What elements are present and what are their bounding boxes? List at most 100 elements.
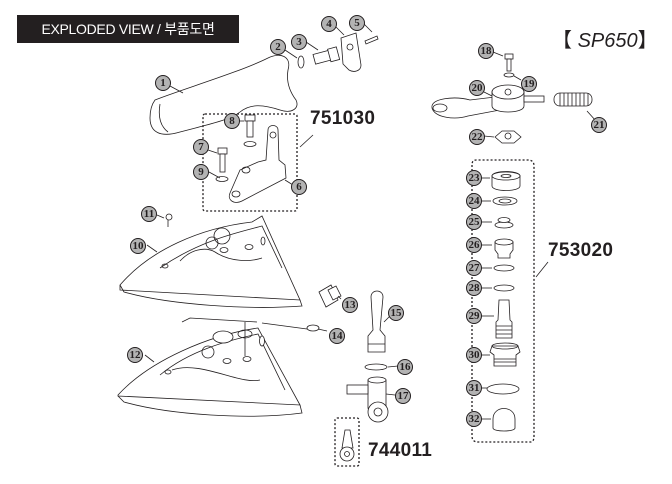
svg-text:28: 28 [469,282,481,294]
svg-text:8: 8 [229,115,235,127]
svg-text:26: 26 [469,239,481,251]
callout-18: 18 [478,43,494,59]
part-nut-22 [494,130,522,144]
callout-3: 3 [291,34,307,50]
callout-13: 13 [342,297,358,313]
callout-17: 17 [395,388,411,404]
part-nipple-13 [318,284,342,308]
svg-text:10: 10 [133,240,145,252]
svg-text:17: 17 [398,390,410,402]
svg-text:23: 23 [469,172,481,184]
part-ring-23 [491,171,521,191]
callout-16: 16 [397,359,413,375]
callout-21: 21 [591,117,607,133]
svg-text:30: 30 [469,349,481,361]
svg-text:5: 5 [354,17,360,29]
part-bolt-3 [312,46,341,65]
exploded-view-title: EXPLODED VIEW / 부품도면 [17,15,239,43]
callout-27: 27 [466,260,482,276]
part-stem-29 [495,299,513,339]
svg-text:24: 24 [469,195,481,207]
part-valve-15 [367,290,386,353]
leader-751030 [299,134,314,148]
svg-text:16: 16 [400,361,412,373]
callout-4: 4 [321,16,337,32]
svg-text:7: 7 [198,141,204,153]
callout-32: 32 [466,411,482,427]
assembly-number-744011: 744011 [368,440,433,461]
svg-text:13: 13 [345,299,357,311]
callout-2: 2 [270,39,286,55]
callout-28: 28 [466,280,482,296]
callout-29: 29 [466,308,482,324]
callout-5: 5 [349,15,365,31]
svg-text:6: 6 [296,181,302,193]
svg-text:15: 15 [391,307,403,319]
callout-10: 10 [130,238,146,254]
part-washer-2 [297,55,305,69]
assembly-box-744011 [334,417,360,467]
svg-text:32: 32 [469,413,481,425]
bracket-close: 】 [637,30,658,52]
svg-text:27: 27 [469,262,481,274]
callout-26: 26 [466,237,482,253]
bracket-open: 【 [552,30,578,52]
part-washer-14 [261,322,320,332]
svg-text:21: 21 [594,119,605,131]
part-washer-19 [503,72,515,78]
part-cap-32 [492,408,516,432]
callout-22: 22 [469,129,485,145]
svg-text:9: 9 [198,166,204,178]
callout-24: 24 [466,193,482,209]
part-nut-30 [489,342,521,367]
part-iron-base-12 [117,317,303,417]
callout-25: 25 [466,214,482,230]
part-oring-31 [486,383,520,395]
part-arm-6 [228,125,287,203]
leader-753020 [535,261,549,278]
svg-text:11: 11 [144,208,154,220]
part-iron-cover-10 [119,215,303,308]
callout-20: 20 [469,80,485,96]
callout-19: 19 [521,76,537,92]
part-seal-25 [494,217,514,229]
assembly-box-753020 [471,159,535,443]
callout-7: 7 [193,139,209,155]
part-spring-21 [553,92,593,107]
svg-text:1: 1 [160,77,166,89]
svg-text:19: 19 [524,78,536,90]
model-label: 【 SP650】 [552,24,658,53]
svg-text:12: 12 [130,349,142,361]
assembly-number-751030: 751030 [310,108,376,129]
part-bolt-7 [217,147,228,173]
callout-30: 30 [466,347,482,363]
part-cartridge-744011 [339,429,355,462]
callout-6: 6 [291,179,307,195]
svg-text:20: 20 [472,82,484,94]
part-bracket-4 [340,32,362,72]
svg-text:2: 2 [275,41,281,53]
svg-text:29: 29 [469,310,481,322]
svg-text:22: 22 [472,131,484,143]
svg-text:18: 18 [481,45,493,57]
assembly-number-753020: 753020 [548,240,614,261]
svg-text:3: 3 [296,36,302,48]
part-screw-18 [504,53,514,72]
callout-8: 8 [224,113,240,129]
part-gasket-24 [492,196,518,206]
part-oring-16 [364,363,388,371]
callout-12: 12 [127,347,143,363]
callout-leaders [144,22,597,420]
part-oring-27 [493,264,515,272]
model-name: SP650 [577,30,638,52]
part-oring-28 [493,284,515,292]
callout-1: 1 [155,75,171,91]
part-lever-20 [431,84,545,119]
part-valve-body-17 [346,376,389,423]
svg-text:25: 25 [469,216,481,228]
svg-text:31: 31 [469,382,480,394]
callout-15: 15 [388,305,404,321]
part-bushing-26 [494,238,514,259]
callout-11: 11 [141,206,157,222]
